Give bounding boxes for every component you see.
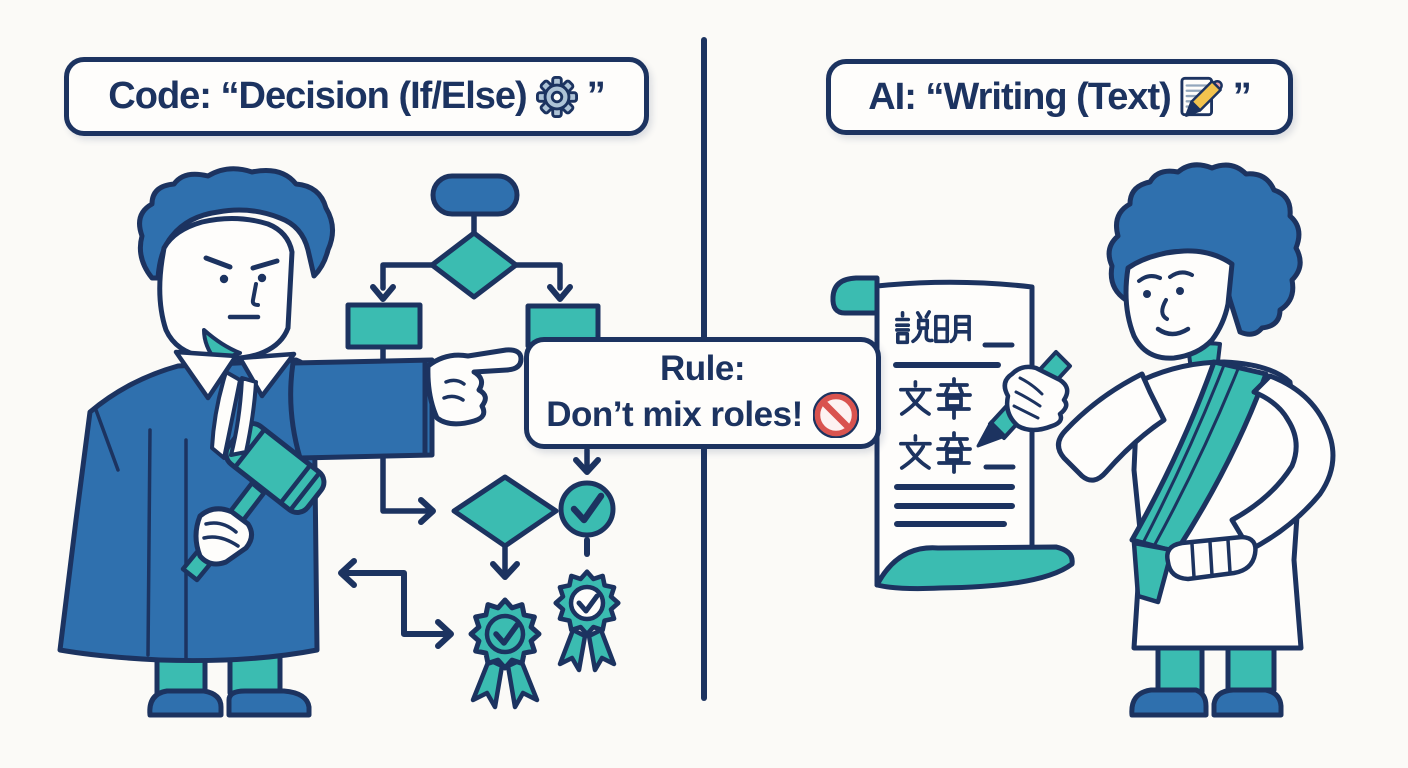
flow-decision-diamond xyxy=(429,230,519,300)
writer-leg xyxy=(1155,642,1205,695)
judge-shoe xyxy=(226,688,312,718)
gear-icon xyxy=(535,75,578,118)
right-title-closing-quote: ” xyxy=(1232,75,1252,118)
flow-decision-diamond-2 xyxy=(451,474,559,549)
writer-figure xyxy=(976,162,1336,718)
award-badge-2 xyxy=(556,572,619,673)
collar-right xyxy=(237,351,297,399)
double-arrow-connector xyxy=(338,558,454,649)
rule-line2-text: Don’t mix roles! xyxy=(546,394,803,434)
judge-eyebrows xyxy=(203,255,280,271)
scroll-text-line-3: 文章 xyxy=(899,431,1016,474)
jabot-band xyxy=(210,370,242,460)
writer-pen-hand xyxy=(1002,364,1070,433)
judge-nose xyxy=(250,282,260,307)
jabot-band xyxy=(229,376,258,457)
writer-leg xyxy=(1225,642,1277,693)
left-title-closing-quote: ” xyxy=(586,75,606,117)
hand-detail xyxy=(202,521,240,548)
sash-stripes xyxy=(1141,363,1240,548)
hand-detail xyxy=(442,378,466,402)
judge-eye xyxy=(257,273,267,283)
writer-mouth xyxy=(1155,326,1191,337)
writer-near-sleeve xyxy=(1056,371,1167,483)
writer-eyebrows xyxy=(1137,270,1194,283)
hand-detail xyxy=(1012,376,1044,420)
judge-shoe xyxy=(147,688,224,718)
writer-shoe xyxy=(1211,687,1284,718)
judge-eye xyxy=(219,274,229,284)
rule-line2: Don’t mix roles! xyxy=(546,391,859,438)
right-panel-title-box: AI: “Writing (Text) ” xyxy=(826,59,1293,135)
writer-shoe xyxy=(1129,687,1209,718)
writer-eye xyxy=(1143,290,1151,298)
writer-nose xyxy=(1160,298,1169,321)
right-title-text: AI: “Writing (Text) xyxy=(868,75,1172,118)
left-title-text: Code: “Decision (If/Else) xyxy=(108,75,527,117)
rule-box: Rule: Don’t mix roles! xyxy=(524,337,881,449)
flow-process-left xyxy=(345,302,423,350)
scroll-bottom-curl xyxy=(874,544,1075,592)
check-circle xyxy=(558,480,616,538)
pen-tip xyxy=(976,420,1007,448)
judge-face xyxy=(157,215,295,362)
judge-hair xyxy=(137,166,335,281)
collar-left xyxy=(173,349,239,401)
memo-pencil-icon xyxy=(1180,76,1223,117)
gavel-bands xyxy=(232,427,322,513)
ruled-lines xyxy=(894,484,1015,527)
judge-robe xyxy=(57,357,320,664)
rule-line1: Rule: xyxy=(660,349,746,389)
left-panel-title-box: Code: “Decision (If/Else) ” xyxy=(64,57,649,136)
check-icon xyxy=(576,593,600,614)
check-icon xyxy=(493,622,520,646)
no-entry-icon xyxy=(812,391,859,438)
scroll-text-line-1: 説明 xyxy=(895,310,1015,348)
hand-detail xyxy=(1190,538,1232,579)
sash-tail xyxy=(1131,540,1175,605)
pointing-hand xyxy=(425,347,524,427)
check-icon xyxy=(570,492,605,524)
flow-start-pill xyxy=(430,173,520,217)
award-badge-1 xyxy=(471,600,539,710)
writer-eye xyxy=(1176,287,1184,295)
judge-pointing-arm xyxy=(288,357,435,461)
scroll: 説明 文章 文章 xyxy=(830,275,1075,592)
flow-connectors xyxy=(380,211,590,573)
judge-figure xyxy=(57,166,524,718)
arrowheads xyxy=(370,284,601,580)
scroll-top-curl xyxy=(830,275,880,316)
robe-folds xyxy=(94,408,188,660)
